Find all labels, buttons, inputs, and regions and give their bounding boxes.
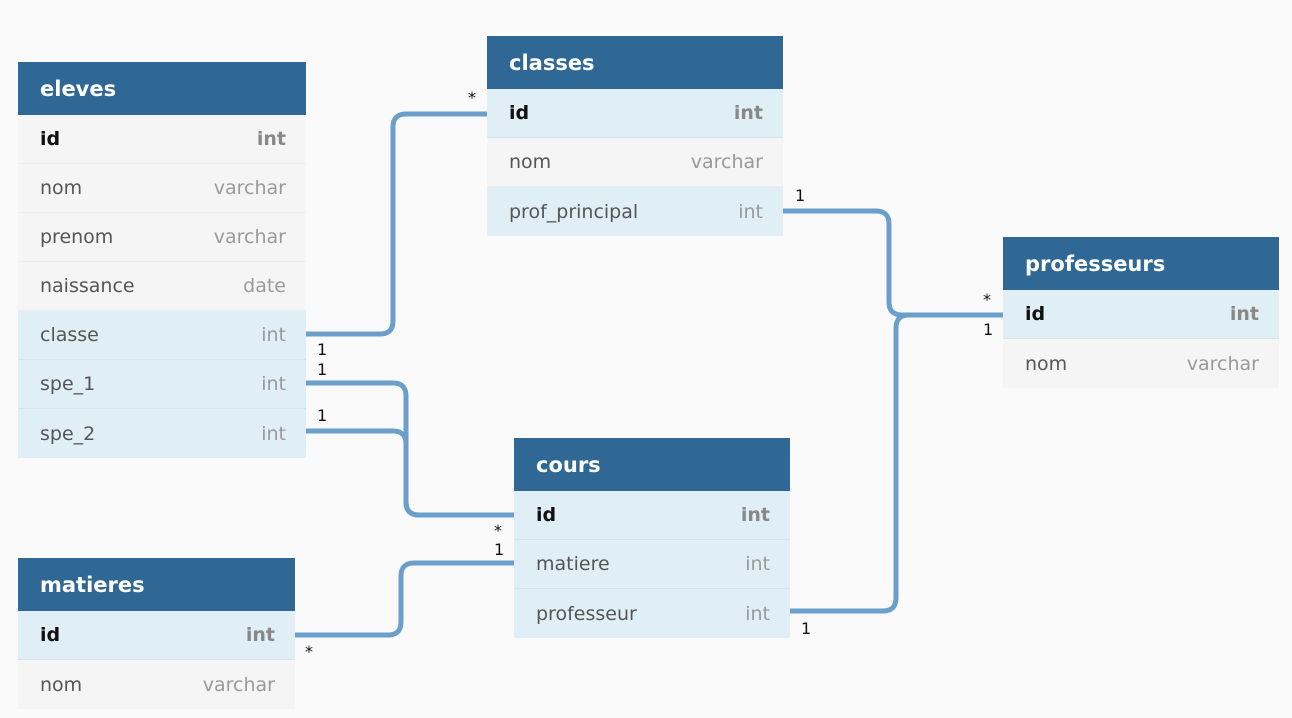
field-name: id (40, 128, 61, 150)
table-header[interactable]: classes (487, 36, 783, 89)
table-header[interactable]: professeurs (1003, 237, 1279, 290)
field-row-nom[interactable]: nom varchar (1003, 339, 1279, 388)
field-name: professeur (536, 602, 637, 625)
field-row-classe[interactable]: classe int (18, 311, 306, 360)
field-type: date (243, 275, 286, 297)
connector-eleves-spe2-to-cours-id (303, 428, 517, 518)
field-type: int (261, 324, 286, 346)
field-row-id[interactable]: id int (514, 491, 790, 540)
cardinality-classes-prof-principal: 1 (795, 186, 806, 205)
field-name: nom (1025, 352, 1068, 375)
field-row-spe-2[interactable]: spe_2 int (18, 409, 306, 458)
table-header[interactable]: eleves (18, 62, 306, 115)
cardinality-matieres-id: * (305, 642, 313, 661)
field-name: nom (509, 151, 552, 173)
field-name: id (1025, 303, 1046, 325)
field-row-prof-principal[interactable]: prof_principal int (487, 187, 783, 236)
connector-eleves-classe-to-classes-id (303, 111, 490, 337)
field-type: int (261, 373, 286, 395)
field-type: int (245, 624, 275, 646)
field-name: nom (40, 177, 83, 199)
table-eleves[interactable]: eleves id int nom varchar prenom varchar… (18, 62, 306, 458)
connector-matieres-id-to-cours-matiere (292, 560, 517, 638)
cardinality-professeurs-id-many: * (983, 290, 991, 309)
field-name: id (536, 504, 557, 526)
field-row-id[interactable]: id int (18, 115, 306, 164)
field-type: varchar (690, 151, 763, 173)
field-row-id[interactable]: id int (1003, 290, 1279, 339)
table-header[interactable]: cours (514, 438, 790, 491)
connector-classes-prof-to-professeurs-id (780, 208, 1006, 318)
field-row-matiere[interactable]: matiere int (514, 540, 790, 589)
cardinality-cours-matiere: 1 (494, 540, 505, 559)
table-matieres[interactable]: matieres id int nom varchar (18, 558, 295, 709)
field-row-nom[interactable]: nom varchar (487, 138, 783, 187)
cardinality-eleves-spe-1: 1 (317, 360, 328, 379)
cardinality-classes-id: * (468, 88, 476, 107)
field-name: id (40, 624, 61, 646)
field-name: classe (40, 324, 99, 346)
cardinality-eleves-classe: 1 (317, 340, 328, 359)
field-name: naissance (40, 275, 135, 297)
cardinality-cours-professeur: 1 (801, 619, 812, 638)
table-header[interactable]: matieres (18, 558, 295, 611)
field-name: nom (40, 673, 83, 696)
field-type: int (256, 128, 286, 150)
field-type: varchar (213, 177, 286, 199)
table-cours[interactable]: cours id int matiere int professeur int (514, 438, 790, 638)
field-type: int (261, 422, 286, 445)
cardinality-professeurs-id-one: 1 (983, 320, 994, 339)
field-row-professeur[interactable]: professeur int (514, 589, 790, 638)
connector-eleves-spe1-to-cours-id (303, 380, 517, 518)
field-name: prof_principal (509, 200, 639, 223)
field-type: int (1229, 303, 1259, 325)
field-row-nom[interactable]: nom varchar (18, 660, 295, 709)
field-row-id[interactable]: id int (18, 611, 295, 660)
field-type: int (733, 102, 763, 124)
table-professeurs[interactable]: professeurs id int nom varchar (1003, 237, 1279, 388)
field-name: id (509, 102, 530, 124)
field-row-id[interactable]: id int (487, 89, 783, 138)
field-row-nom[interactable]: nom varchar (18, 164, 306, 213)
field-row-naissance[interactable]: naissance date (18, 262, 306, 311)
field-type: varchar (1186, 352, 1259, 375)
field-name: matiere (536, 553, 610, 575)
cardinality-cours-id-spe-1: * (494, 521, 502, 540)
field-name: prenom (40, 226, 114, 248)
field-type: int (745, 553, 770, 575)
field-type: int (745, 602, 770, 625)
cardinality-eleves-spe-2: 1 (317, 406, 328, 425)
field-type: varchar (202, 673, 275, 696)
field-type: int (738, 200, 763, 223)
field-type: varchar (213, 226, 286, 248)
field-name: spe_1 (40, 373, 96, 395)
connector-cours-prof-to-professeurs-id (787, 312, 1006, 614)
table-classes[interactable]: classes id int nom varchar prof_principa… (487, 36, 783, 236)
field-type: int (740, 504, 770, 526)
field-row-spe-1[interactable]: spe_1 int (18, 360, 306, 409)
field-name: spe_2 (40, 422, 96, 445)
field-row-prenom[interactable]: prenom varchar (18, 213, 306, 262)
